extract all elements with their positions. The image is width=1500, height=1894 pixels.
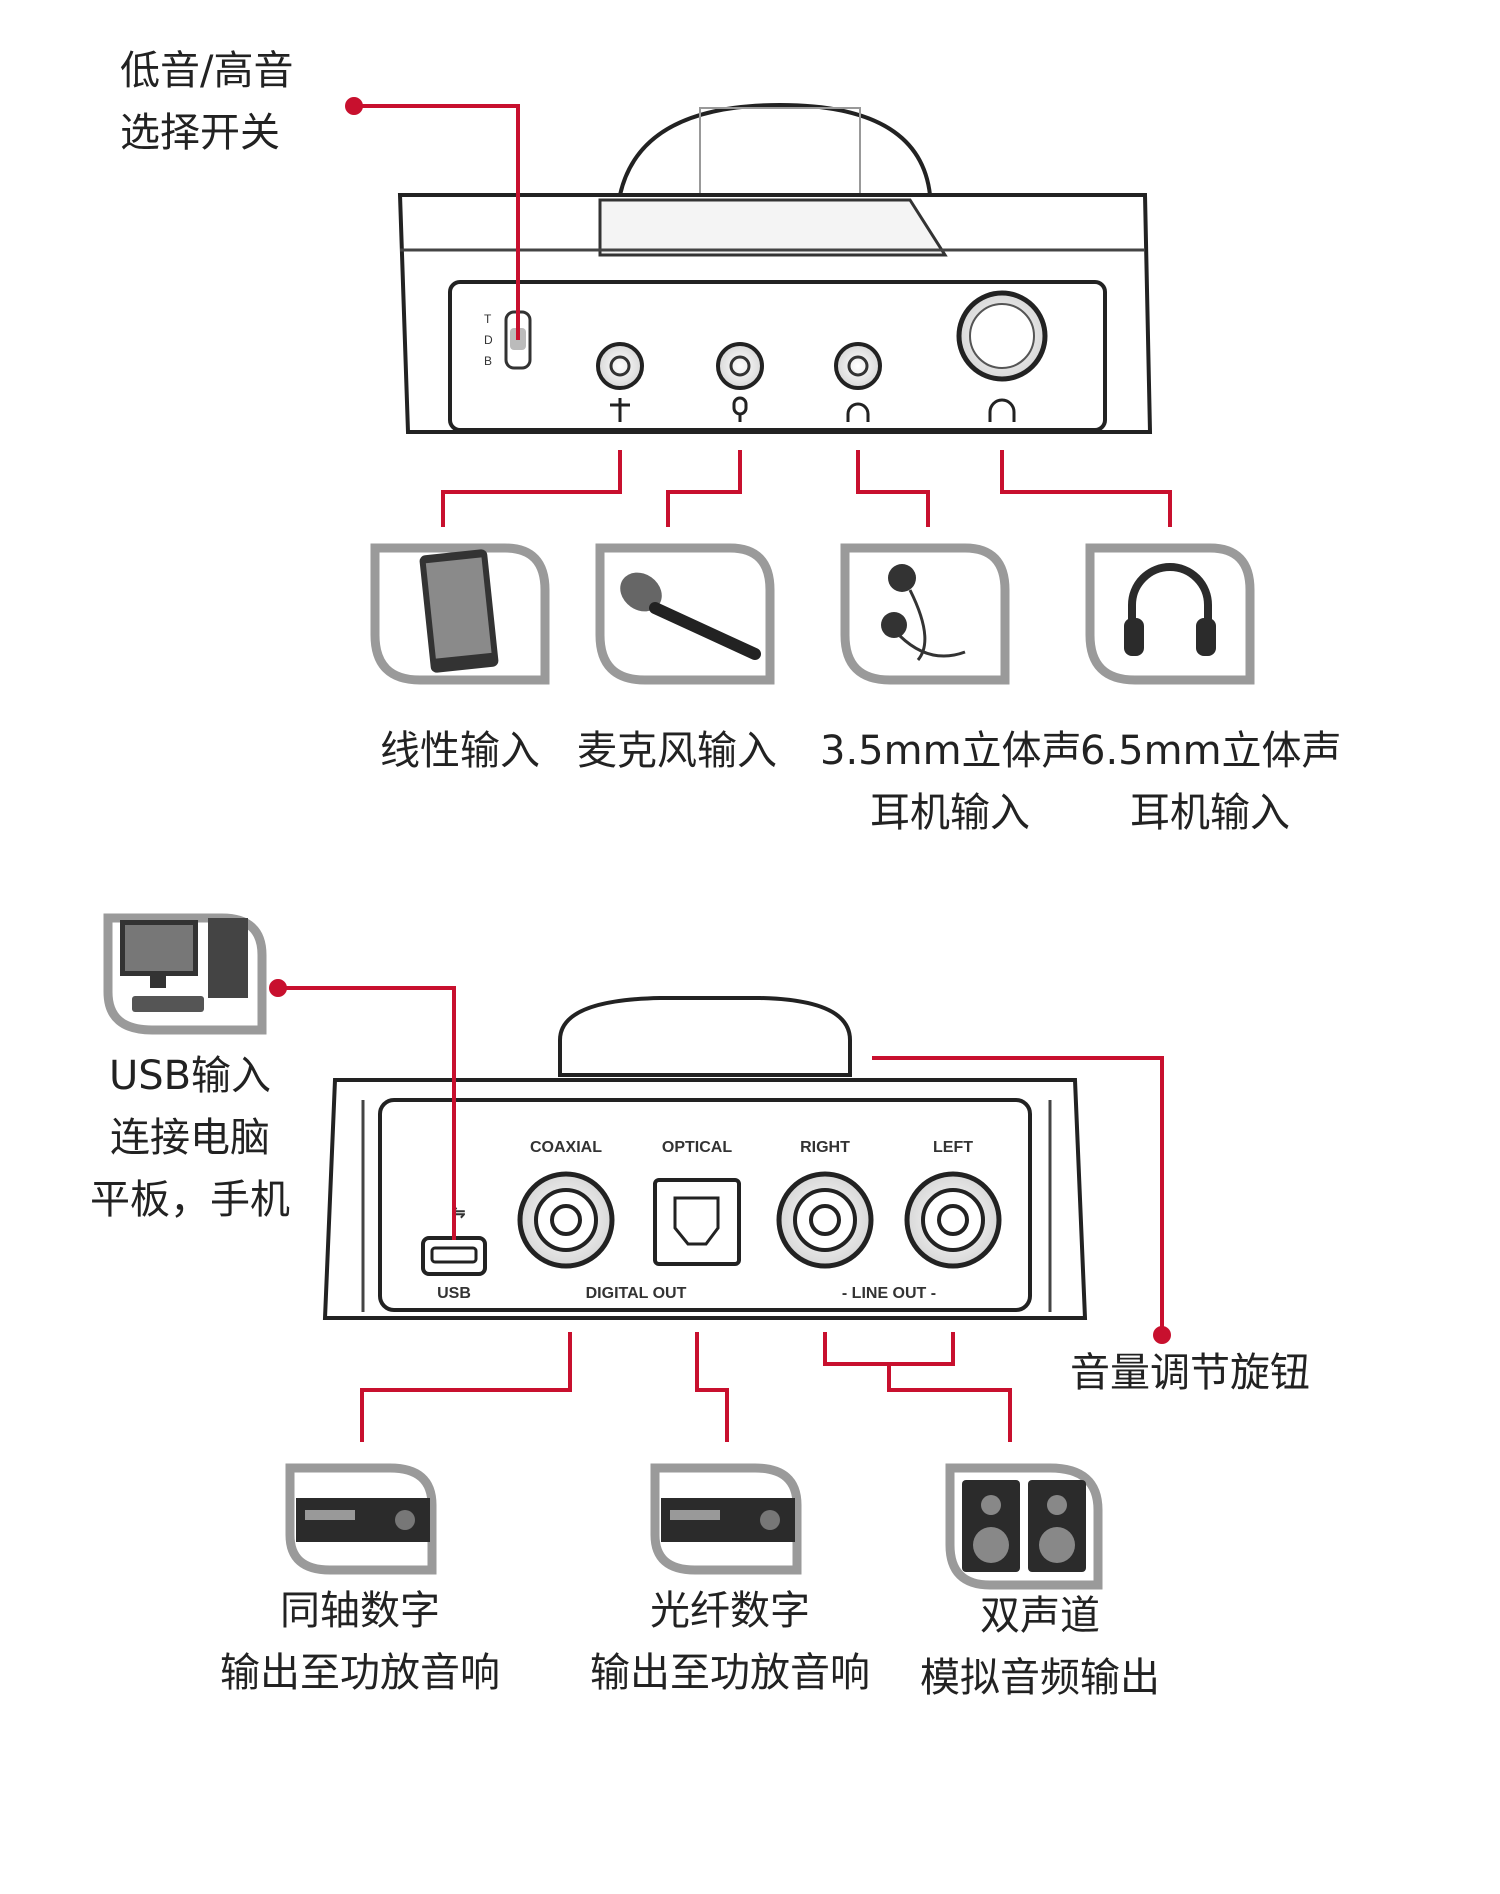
bottom-connector-lines [269,979,1171,1442]
digital-out-label: DIGITAL OUT [586,1285,687,1302]
right-label: RIGHT [800,1139,850,1156]
line-input-label-text: 线性输入 [380,728,540,774]
top-connector-lines [345,97,1172,527]
mic-input-label: 麦克风输入 [577,720,777,782]
optical-output-label: 光纤数字 输出至功放音响 [570,1580,890,1704]
earphone-35-label: 3.5mm立体声 耳机输入 [820,720,1082,844]
tone-switch-label: 低音/高音 选择开关 [120,40,293,164]
speakers-icon [962,1480,1086,1572]
coaxial-label: COAXIAL [530,1139,602,1156]
earphone-35-label-line1: 3.5mm立体声 [820,728,1082,774]
line-input-label: 线性输入 [370,720,550,782]
usb-input-label: USB输入 连接电脑 平板，手机 [70,1045,310,1231]
front-panel-device [397,102,1153,434]
amplifier-icon [661,1498,795,1542]
usb-input-label-line1: USB输入 [108,1053,272,1099]
usb-port-label: USB [437,1285,471,1302]
analog-output-label-line2: 模拟音频输出 [920,1655,1160,1701]
coaxial-output-label-line1: 同轴数字 [280,1588,440,1634]
analog-output-label-line1: 双声道 [980,1593,1100,1639]
earphone-35-label-line2: 耳机输入 [870,790,1030,836]
usb-input-label-line3: 平板，手机 [90,1177,290,1223]
headphone-65-label-line2: 耳机输入 [1130,790,1290,836]
mic-input-label-text: 麦克风输入 [577,728,777,774]
computer-icon [120,918,248,1012]
earphones-icon [881,564,966,661]
headphones-icon [1124,563,1216,656]
coaxial-output-label: 同轴数字 输出至功放音响 [200,1580,520,1704]
switch-mark-b: B [484,354,492,368]
headphone-65-label-line1: 6.5mm立体声 [1080,728,1342,774]
tone-switch-label-line1: 低音/高音 [120,48,294,94]
amplifier-icon [296,1498,430,1542]
usb-input-label-line2: 连接电脑 [110,1115,270,1161]
switch-mark-t: T [484,312,492,326]
analog-output-label: 双声道 模拟音频输出 [900,1585,1180,1709]
phone-icon [419,549,499,673]
input-device-frames [370,543,1255,685]
optical-output-label-line1: 光纤数字 [650,1588,810,1634]
left-label: LEFT [933,1139,973,1156]
microphone-icon [620,572,761,660]
headphone-65-label: 6.5mm立体声 耳机输入 [1080,720,1342,844]
rear-panel-device: ⇋ [322,996,1088,1320]
volume-knob-label-text: 音量调节旋钮 [1070,1350,1310,1396]
coaxial-output-label-line2: 输出至功放音响 [220,1650,500,1696]
optical-label: OPTICAL [662,1139,732,1156]
switch-mark-d: D [484,333,493,347]
volume-knob-label: 音量调节旋钮 [1050,1342,1330,1404]
optical-output-label-line2: 输出至功放音响 [590,1650,870,1696]
tone-switch-label-line2: 选择开关 [120,110,280,156]
line-out-label: - LINE OUT - [842,1285,936,1302]
